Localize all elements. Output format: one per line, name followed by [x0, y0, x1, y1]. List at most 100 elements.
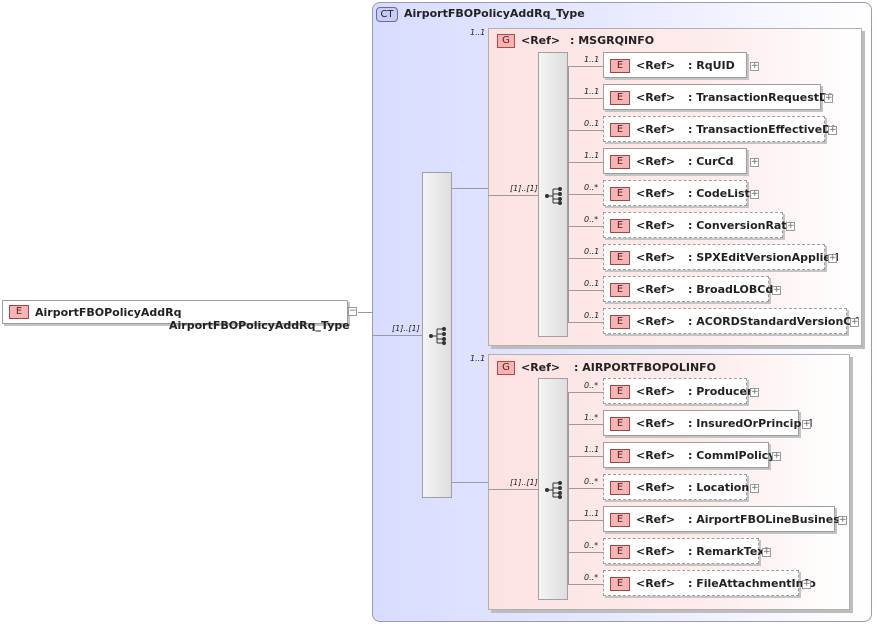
expand-icon[interactable]: + — [828, 253, 837, 263]
expand-icon[interactable]: + — [786, 221, 795, 231]
element-ref: <Ref> — [636, 449, 676, 462]
expand-icon[interactable]: + — [828, 125, 837, 135]
complex-type-tag: CT — [376, 7, 398, 22]
element-card[interactable]: E<Ref>: InsuredOrPrincipal — [603, 410, 813, 436]
connector-line — [568, 552, 604, 553]
element-card[interactable]: E<Ref>: FileAttachmentInfo — [603, 570, 816, 596]
group-ref: <Ref> — [521, 361, 561, 374]
expand-icon[interactable]: + — [824, 93, 833, 103]
element-ref: <Ref> — [636, 513, 676, 526]
element-card[interactable]: E<Ref>: CommlPolicy — [603, 442, 775, 468]
element-occurrence: 1..1 — [584, 151, 600, 160]
element-card[interactable]: E<Ref>: ACORDStandardVersionCd — [603, 308, 859, 334]
element-tag: E — [610, 385, 630, 399]
expand-icon[interactable]: + — [850, 317, 859, 327]
element-name: : BroadLOBCd — [688, 283, 774, 296]
connector-line — [568, 584, 604, 585]
element-name: : CodeList — [688, 187, 750, 200]
element-card[interactable]: E<Ref>: RemarkText — [603, 538, 770, 564]
root-element[interactable]: E AirportFBOPolicyAddRq : AirportFBOPoli… — [2, 300, 350, 332]
element-card[interactable]: E<Ref>: ConversionRate — [603, 212, 794, 238]
root-element-name: AirportFBOPolicyAddRq — [35, 306, 182, 319]
element-tag: E — [610, 187, 630, 201]
expand-icon[interactable]: + — [802, 419, 811, 429]
element-occurrence: 0..1 — [584, 311, 600, 320]
element-tag: E — [610, 59, 630, 73]
element-occurrence: 1..1 — [584, 445, 600, 454]
sequence-compositor[interactable] — [538, 52, 568, 337]
element-occurrence: 0..* — [584, 215, 599, 224]
connector-line — [568, 520, 604, 521]
element-tag: E — [610, 513, 630, 527]
element-ref: <Ref> — [636, 155, 676, 168]
element-ref: <Ref> — [636, 219, 676, 232]
connector-line — [568, 194, 604, 195]
element-ref: <Ref> — [636, 283, 676, 296]
sequence-icon — [545, 187, 562, 205]
element-ref: <Ref> — [636, 251, 676, 264]
connector-line — [568, 456, 604, 457]
element-occurrence: 0..* — [584, 183, 599, 192]
connector-line — [488, 489, 538, 490]
element-occurrence: 1..1 — [584, 55, 600, 64]
expand-icon[interactable]: + — [750, 157, 759, 167]
element-occurrence: 0..1 — [584, 279, 600, 288]
expand-icon[interactable]: + — [772, 451, 781, 461]
expand-icon[interactable]: + — [750, 189, 759, 199]
element-name: : RqUID — [688, 59, 735, 72]
element-ref: <Ref> — [636, 123, 676, 136]
sequence-icon — [545, 481, 562, 499]
element-tag: E — [610, 449, 630, 463]
sequence-compositor[interactable] — [422, 172, 452, 498]
connector-line — [452, 482, 488, 483]
element-tag: E — [610, 91, 630, 105]
connector-line — [568, 130, 604, 131]
element-card[interactable]: E<Ref>: CodeList — [603, 180, 750, 206]
element-card[interactable]: E <Ref> : AirportFBOLineBusiness — [603, 506, 846, 532]
element-tag: E — [610, 251, 630, 265]
element-tag: E — [610, 123, 630, 137]
expand-icon[interactable]: + — [838, 515, 847, 525]
connector-line — [358, 312, 372, 313]
group-occurrence: 1..1 — [470, 354, 486, 363]
complex-type-title: AirportFBOPolicyAddRq_Type — [404, 7, 585, 20]
sequence-icon — [429, 327, 446, 345]
element-card[interactable]: E<Ref>: SPXEditVersionApplied — [603, 244, 839, 270]
expand-icon[interactable]: + — [762, 547, 771, 557]
element-card[interactable]: E<Ref>: RqUID — [603, 52, 747, 78]
collapse-toggle-icon[interactable]: − — [348, 306, 357, 316]
expand-icon[interactable]: + — [802, 579, 811, 589]
expand-icon[interactable]: + — [750, 61, 759, 71]
element-tag: E — [610, 315, 630, 329]
element-occurrence: 1..* — [584, 413, 599, 422]
element-card[interactable]: E<Ref>: CurCd — [603, 148, 747, 174]
element-occurrence: 1..1 — [584, 509, 600, 518]
expand-icon[interactable]: + — [750, 483, 759, 493]
expand-icon[interactable]: + — [750, 387, 759, 397]
connector-line — [452, 188, 488, 189]
element-card[interactable]: E <Ref> : TransactionRequestDt — [603, 84, 833, 110]
sequence-compositor[interactable] — [538, 378, 568, 600]
element-ref: <Ref> — [636, 417, 676, 430]
group-ref: <Ref> — [521, 34, 561, 47]
element-tag: E — [610, 545, 630, 559]
element-tag: E — [610, 283, 630, 297]
element-occurrence: 0..1 — [584, 119, 600, 128]
element-card[interactable]: E<Ref>: Location — [603, 474, 749, 500]
element-tag: E — [610, 577, 630, 591]
expand-icon[interactable]: + — [772, 285, 781, 295]
element-name: : AirportFBOLineBusiness — [688, 513, 847, 526]
connector-line — [488, 195, 538, 196]
element-card[interactable]: E <Ref> : BroadLOBCd — [603, 276, 773, 302]
element-ref: <Ref> — [636, 91, 676, 104]
element-tag: E — [610, 219, 630, 233]
element-occurrence: 0..* — [584, 573, 599, 582]
element-occurrence: 0..* — [584, 381, 599, 390]
element-tag: E — [610, 417, 630, 431]
element-card[interactable]: E<Ref>: TransactionEffectiveDt — [603, 116, 837, 142]
element-card[interactable]: E<Ref>: Producer — [603, 378, 752, 404]
connector-line — [568, 322, 604, 323]
element-tag: E — [610, 481, 630, 495]
connector-line — [372, 335, 422, 336]
element-name: : TransactionRequestDt — [688, 91, 834, 104]
